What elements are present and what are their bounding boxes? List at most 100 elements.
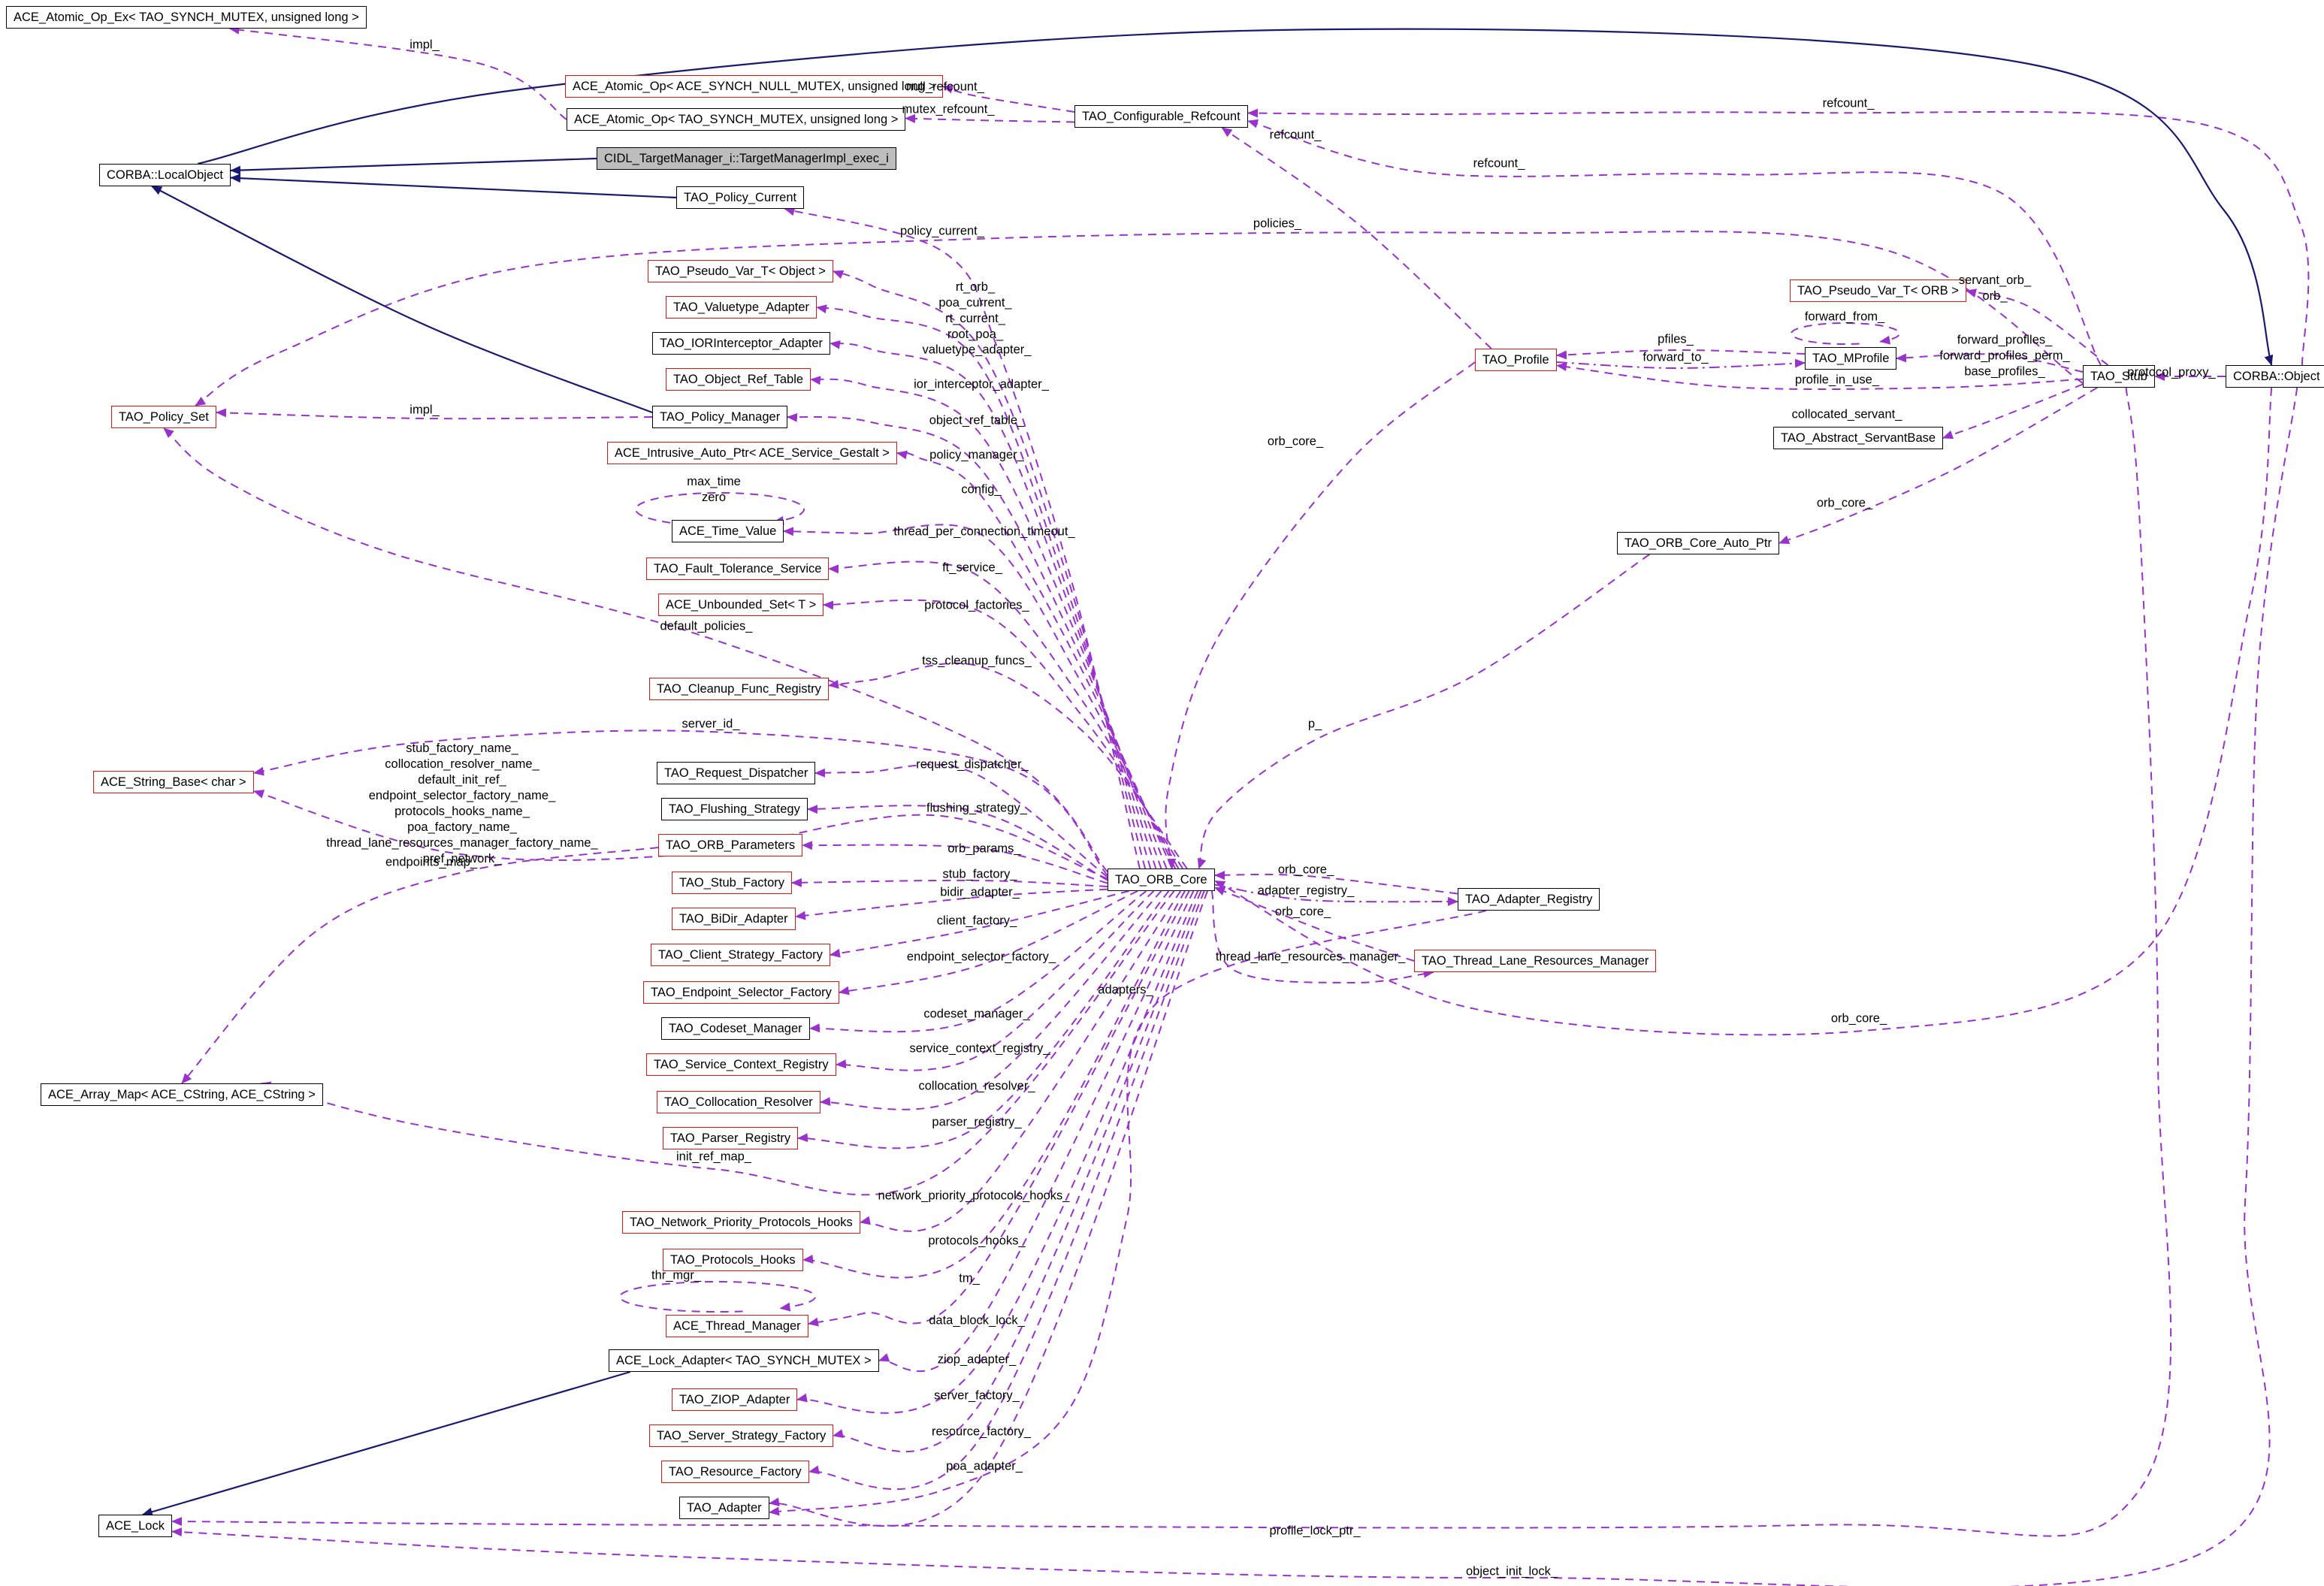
edge-tao_orb_core-to-tao_resource_factory [808,890,1205,1491]
edge-tao_orb_core-to-ace_intrusive_auto_ptr [896,450,1173,869]
node-tao_orb_parameters[interactable]: TAO_ORB_Parameters [658,834,803,856]
edge-tao_orb_core-to-ace_thread_manager [808,890,1190,1327]
node-tao_mprofile[interactable]: TAO_MProfile [1805,347,1897,370]
edge-tao_orb_core-to-ace_time_value [783,524,1176,869]
edge-label-policy-manager: policy_manager_ [929,448,1024,462]
edge-label-orb-core-from-profile: orb_core_ [1267,434,1324,449]
edge-tao_orb_core-to-tao_orb_parameters [802,841,1108,884]
node-tao_ziop_adapter[interactable]: TAO_ZIOP_Adapter [672,1388,798,1411]
node-tao_flushing_strategy[interactable]: TAO_Flushing_Strategy [661,798,808,820]
edge-label-thread-lane-resources-manager: thread_lane_resources_manager_ [1215,950,1406,964]
edge-tao_adapter_registry-to-tao_orb_core [1214,871,1458,895]
edge-label-ior-interceptor-adapter: ior_interceptor_adapter_ [914,377,1049,391]
node-tao_parser_registry[interactable]: TAO_Parser_Registry [663,1127,799,1149]
node-tao_abs_servantbase[interactable]: TAO_Abstract_ServantBase [1773,427,1944,449]
edge-tao_stub-to-tao_configurable_refcount [1247,119,2102,366]
node-tao_adapter_registry[interactable]: TAO_Adapter_Registry [1458,888,1600,911]
node-tao_configurable_refcount[interactable]: TAO_Configurable_Refcount [1074,105,1248,128]
node-ace_atomic_op_tao[interactable]: ACE_Atomic_Op< TAO_SYNCH_MUTEX, unsigned… [567,108,906,131]
edge-tao_stub-to-tao_policy_set [195,231,2084,406]
node-ace_atomic_op_null[interactable]: ACE_Atomic_Op< ACE_SYNCH_NULL_MUTEX, uns… [565,75,944,98]
edge-label-service-context-registry: service_context_registry_ [909,1041,1050,1056]
node-ace_atomic_op_ex[interactable]: ACE_Atomic_Op_Ex< TAO_SYNCH_MUTEX, unsig… [6,6,367,29]
edge-tao_policy_manager-to-corba_localobject [151,186,653,414]
edge-corba_object-to-ace_lock [171,387,2298,1586]
node-tao_valuetype_adapter[interactable]: TAO_Valuetype_Adapter [666,296,817,319]
edge-tao_tlrm-to-tao_orb_core [1214,887,1415,962]
node-tao_policy_manager[interactable]: TAO_Policy_Manager [652,406,788,428]
node-tao_profile[interactable]: TAO_Profile [1475,349,1557,371]
edge-tao_stub-to-tao_abs_servantbase [1942,383,2084,440]
node-tao_stub_factory[interactable]: TAO_Stub_Factory [672,872,793,894]
edge-label-data-block-lock: data_block_lock_ [929,1313,1025,1328]
node-tao_codeset_manager[interactable]: TAO_Codeset_Manager [661,1017,810,1040]
edge-tao_orb_core-to-tao_policy_current [784,207,1141,869]
edge-label-protocol-factories: protocol_factories_ [924,598,1029,612]
edge-label-network-priority-protocols-hooks: network_priority_protocols_hooks_ [878,1189,1070,1203]
node-tao_orb_core_auto_ptr[interactable]: TAO_ORB_Core_Auto_Ptr [1617,532,1779,554]
node-ace_unbounded_set[interactable]: ACE_Unbounded_Set< T > [658,594,824,616]
node-corba_object[interactable]: CORBA::Object [2226,365,2324,388]
edge-label-bidir-adapter: bidir_adapter_ [940,885,1020,899]
node-tao_stub[interactable]: TAO_Stub [2083,365,2155,388]
node-tao_policy_set[interactable]: TAO_Policy_Set [111,406,216,428]
node-cidl[interactable]: CIDL_TargetManager_i::TargetManagerImpl_… [597,147,896,170]
node-tao_client_strategy_factory[interactable]: TAO_Client_Strategy_Factory [651,944,830,966]
edge-label-object-ref-table: object_ref_table_ [929,413,1025,427]
node-corba_localobject[interactable]: CORBA::LocalObject [99,164,231,186]
edge-tao_orb_core-to-ace_string_base [253,730,1108,876]
edge-label-tm: tm_ [959,1271,980,1285]
edge-tao_orb_core-to-tao_server_strategy_factory [833,890,1202,1453]
node-ace_lock[interactable]: ACE_Lock [98,1515,172,1537]
edge-label-policy-current: policy_current_ [900,224,984,238]
node-tao_service_context_registry[interactable]: TAO_Service_Context_Registry [646,1053,836,1076]
node-tao_npph[interactable]: TAO_Network_Priority_Protocols_Hooks [622,1211,860,1234]
node-ace_array_map[interactable]: ACE_Array_Map< ACE_CString, ACE_CString … [41,1083,323,1106]
edge-tao_profile-to-tao_mprofile [1556,358,1806,370]
node-tao_protocols_hooks[interactable]: TAO_Protocols_Hooks [663,1249,803,1271]
node-tao_adapter[interactable]: TAO_Adapter [679,1497,769,1519]
edge-label-server-id: server_id_ [681,717,740,731]
node-tao_fault_tolerance_service[interactable]: TAO_Fault_Tolerance_Service [646,557,830,580]
edge-label-request-dispatcher: request_dispatcher_ [916,757,1029,772]
node-tao_bidir_adapter[interactable]: TAO_BiDir_Adapter [672,908,796,930]
edge-tao_stub-to-ace_lock [171,387,2172,1537]
node-tao_cleanup_func_registry[interactable]: TAO_Cleanup_Func_Registry [649,678,829,700]
edge-label-codeset-manager: codeset_manager_ [923,1007,1030,1021]
edge-label-adapter-registry: adapter_registry_ [1257,884,1355,898]
edge-label-profile-lock-ptr: profile_lock_ptr_ [1269,1524,1361,1538]
node-ace_thread_manager[interactable]: ACE_Thread_Manager [666,1315,808,1337]
edge-label-forward-to: forward_to_ [1643,350,1709,364]
edge-tao_orb_core-to-tao_iorinterceptor_adapter [830,340,1157,869]
edge-tao_orb_core-to-tao_service_context_registry [836,890,1155,1071]
edge-tao_configurable_refcount-to-ace_atomic_op_tao [905,113,1075,123]
edge-tao_orb_core-to-tao_adapter_registry [1214,884,1458,906]
edge-label-resource-factory: resource_factory_ [931,1424,1032,1439]
node-ace_string_base[interactable]: ACE_String_Base< char > [93,771,254,793]
node-ace_lock_adapter[interactable]: ACE_Lock_Adapter< TAO_SYNCH_MUTEX > [609,1349,879,1372]
edge-label-mutex-refcount: mutex_refcount_ [902,102,995,116]
node-tao_request_dispatcher[interactable]: TAO_Request_Dispatcher [657,762,816,784]
node-tao_pseudo_var_orb[interactable]: TAO_Pseudo_Var_T< ORB > [1790,279,1966,302]
node-ace_intrusive_auto_ptr[interactable]: ACE_Intrusive_Auto_Ptr< ACE_Service_Gest… [607,442,897,464]
node-ace_time_value[interactable]: ACE_Time_Value [672,520,784,542]
node-tao_collocation_resolver[interactable]: TAO_Collocation_Resolver [657,1091,821,1113]
edge-tao_orb_core-to-tao_flushing_strategy [807,805,1108,881]
edge-label-rt-orb-block: rt_orb_ poa_current_ rt_current_ root_po… [938,280,1012,341]
edge-corba_localobject-to-corba_object [198,28,2274,366]
edge-tao_orb_core-to-tao_endpoint_selector_factory [839,890,1138,995]
node-tao_pseudo_var_object[interactable]: TAO_Pseudo_Var_T< Object > [648,260,833,282]
edge-tao_orb_core-to-tao_valuetype_adapter [816,304,1152,869]
self-loop-tao_mprofile [1791,322,1900,345]
edge-tao_profile-to-tao_configurable_refcount [1221,127,1492,349]
node-tao_server_strategy_factory[interactable]: TAO_Server_Strategy_Factory [649,1424,834,1447]
node-tao_tlrm[interactable]: TAO_Thread_Lane_Resources_Manager [1414,950,1657,972]
node-tao_iorinterceptor_adapter[interactable]: TAO_IORInterceptor_Adapter [652,332,831,355]
edge-tao_orb_core-to-tao_collocation_resolver [820,890,1162,1110]
node-tao_endpoint_selector_factory[interactable]: TAO_Endpoint_Selector_Factory [643,981,839,1004]
node-tao_orb_core[interactable]: TAO_ORB_Core [1108,869,1215,891]
node-tao_policy_current[interactable]: TAO_Policy_Current [676,186,805,209]
edge-label-p: p_ [1307,717,1322,731]
node-tao_object_ref_table[interactable]: TAO_Object_Ref_Table [666,368,811,391]
node-tao_resource_factory[interactable]: TAO_Resource_Factory [661,1461,809,1483]
